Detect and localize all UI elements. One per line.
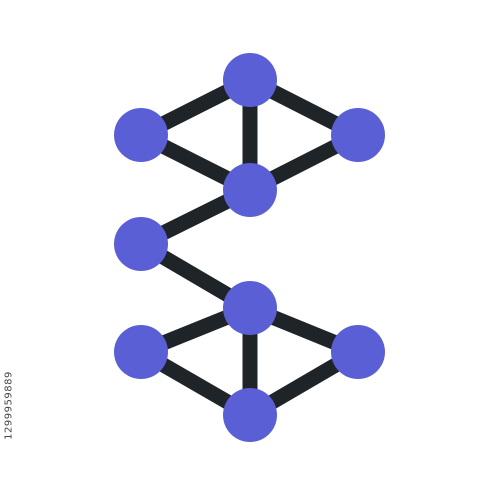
node-upper-left	[114, 108, 168, 162]
edges-group	[137, 73, 362, 422]
node-top-center	[223, 53, 277, 107]
node-middle-left	[114, 217, 168, 271]
node-lower-right	[331, 325, 385, 379]
node-upper-middle	[223, 163, 277, 217]
node-lower-middle	[223, 281, 277, 335]
nodes-group	[114, 53, 385, 442]
stock-id-watermark: 1299959889	[3, 371, 15, 440]
node-upper-right	[331, 108, 385, 162]
node-bottom-center	[223, 388, 277, 442]
node-lower-left	[114, 325, 168, 379]
